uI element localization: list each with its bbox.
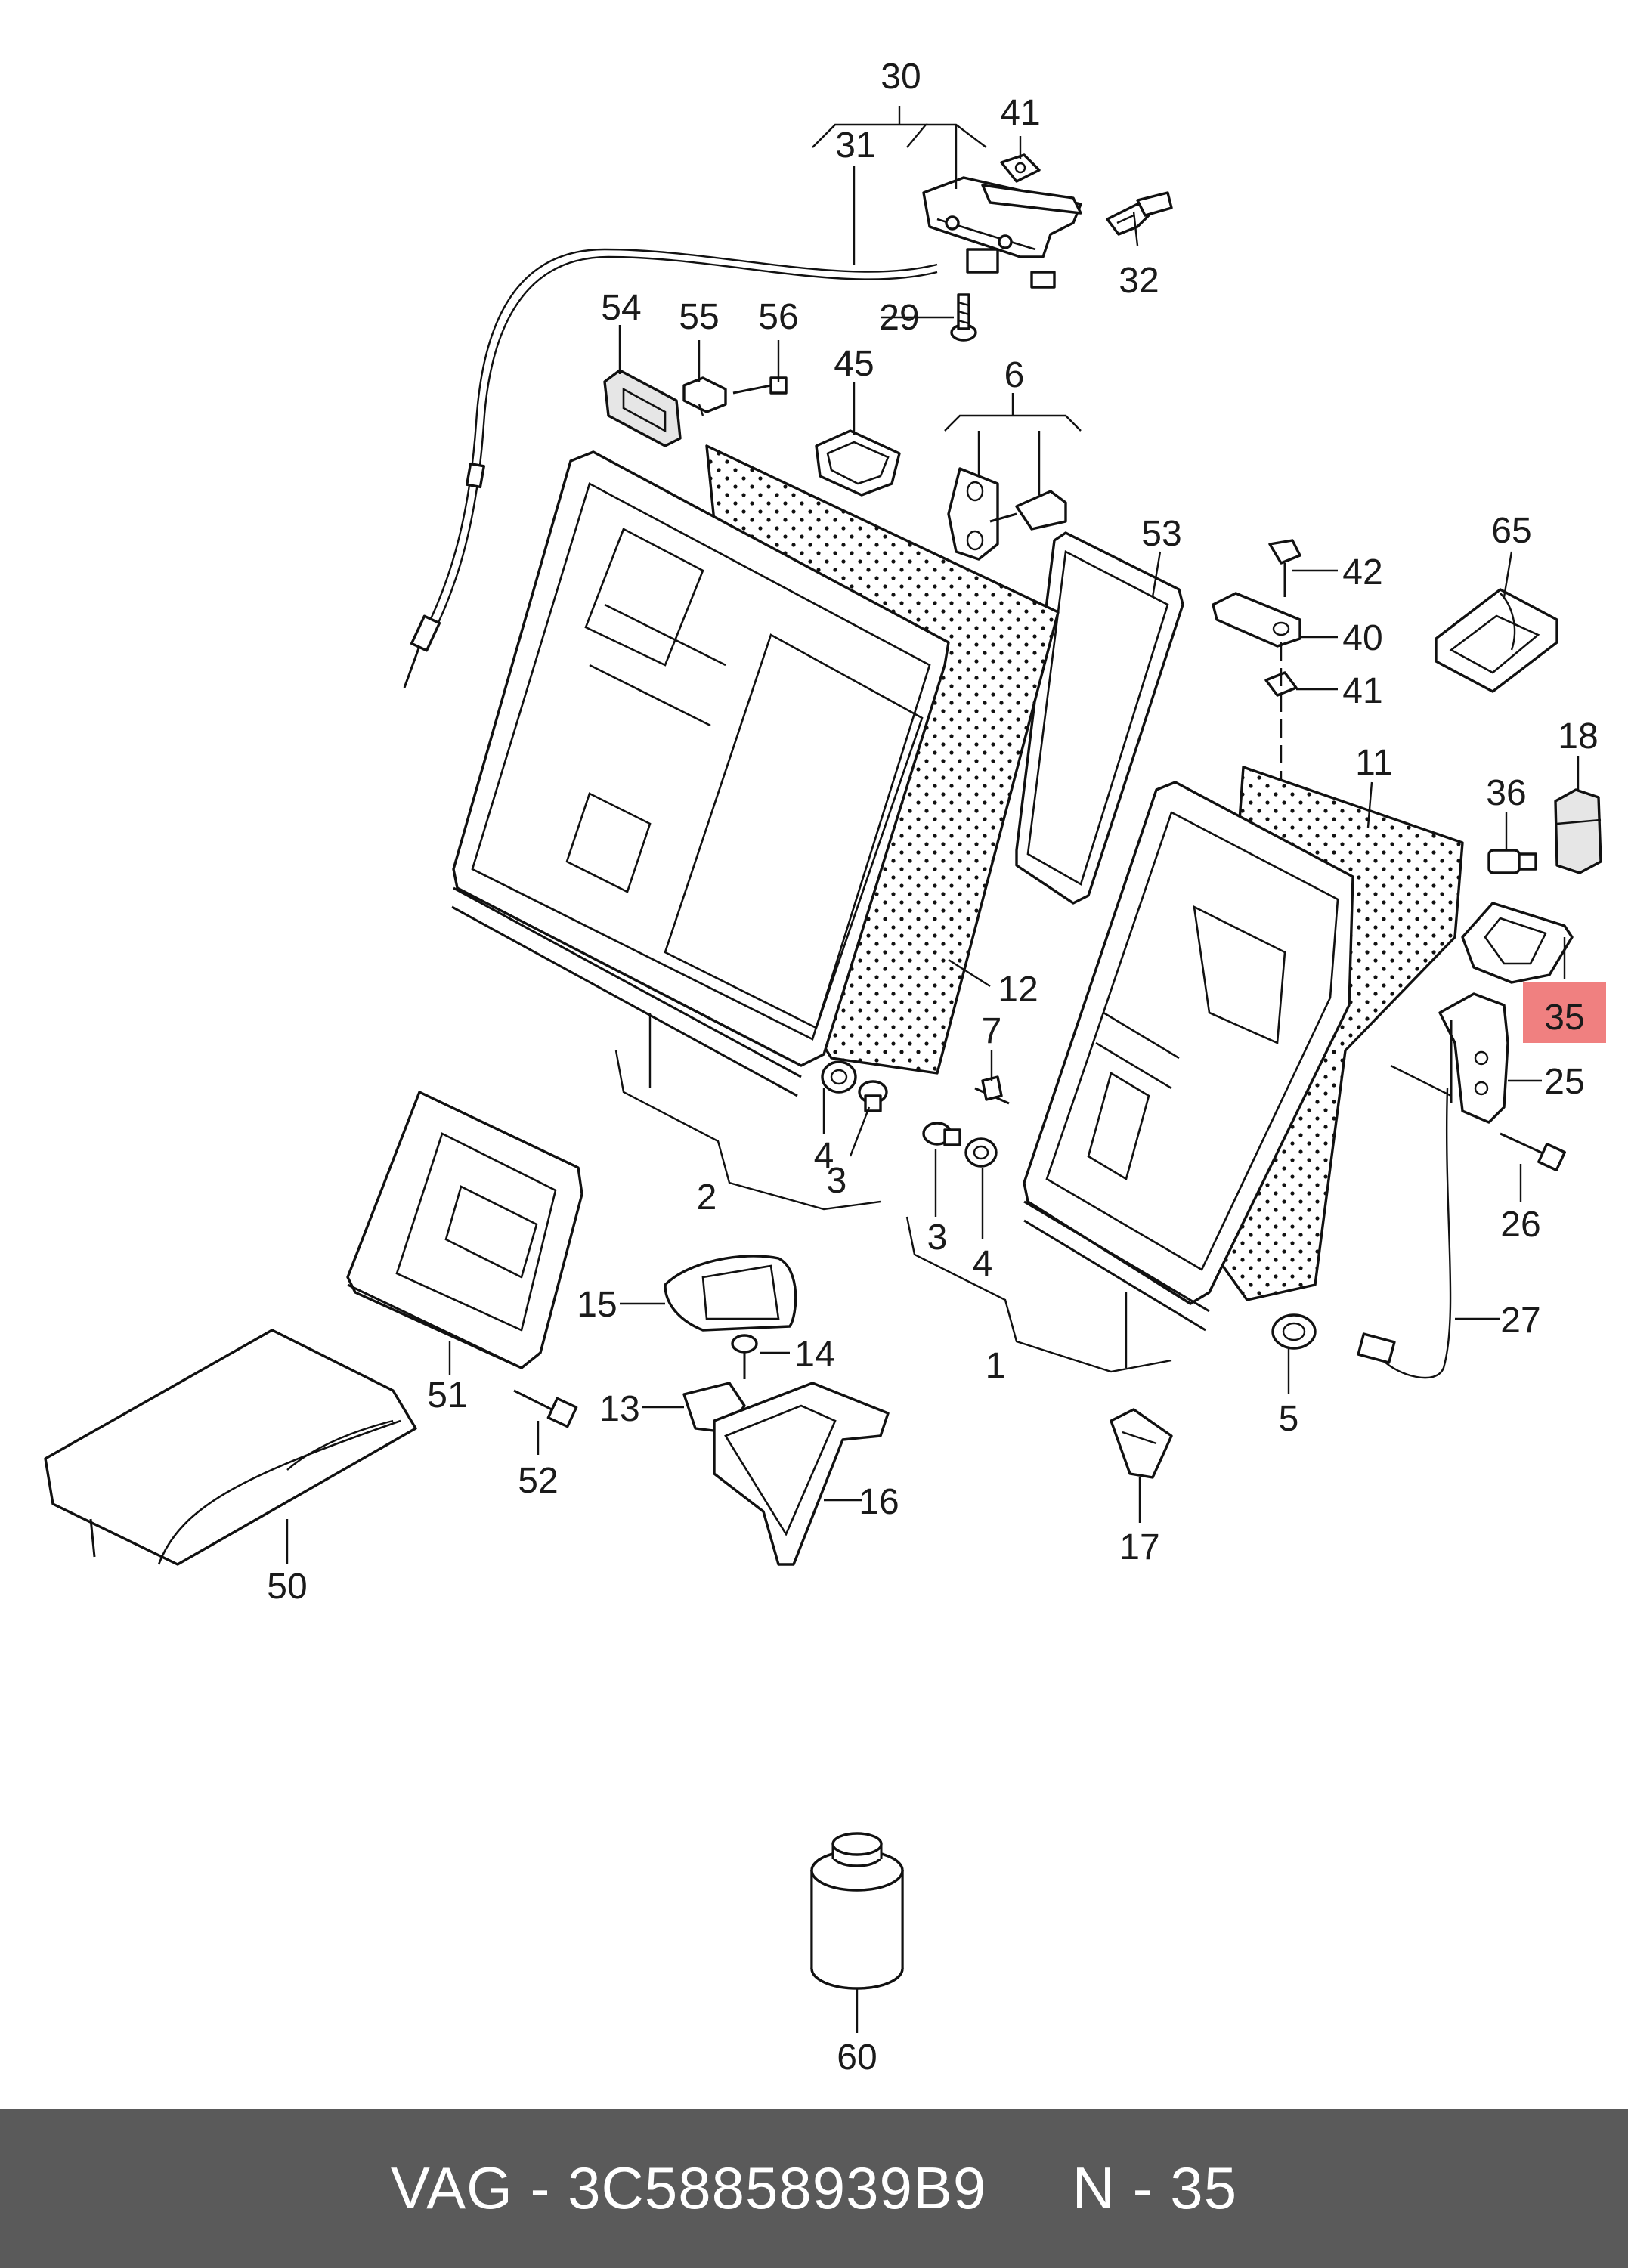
part-29-screw (950, 293, 977, 342)
part-18-cap (1554, 788, 1602, 874)
part-40-bracket (1212, 592, 1301, 648)
callout-50: 50 (267, 1567, 307, 1607)
part-51-seat-frame (346, 1091, 583, 1369)
callout-17: 17 (1119, 1527, 1159, 1567)
callout-26: 26 (1500, 1205, 1540, 1245)
part-number-text: VAG - 3C58858939B9 N - 35 (390, 2155, 1238, 2221)
part-30-release-handle (922, 176, 1082, 289)
callout-1: 1 (986, 1346, 1006, 1386)
callout-60: 60 (837, 2037, 877, 2078)
callout-53: 53 (1141, 514, 1181, 554)
callout-labels: 30 31 41 32 29 54 55 56 45 6 53 42 40 41… (267, 57, 1598, 2078)
callout-25: 25 (1544, 1062, 1584, 1102)
callout-30: 30 (881, 57, 921, 97)
part-35-bezel (1461, 902, 1574, 984)
callout-45: 45 (834, 344, 874, 384)
callout-14: 14 (794, 1335, 834, 1375)
callout-15: 15 (577, 1285, 617, 1325)
callout-27: 27 (1500, 1301, 1540, 1341)
part-50-seat-cushion (44, 1329, 417, 1566)
part-14-screw (731, 1334, 758, 1379)
part-16-trim-bracket (713, 1382, 890, 1566)
part-31-bowden-cable (403, 248, 938, 688)
leader-lines (286, 106, 1580, 2033)
part-4-bushing-right (964, 1137, 998, 1168)
part-3-bolt-left (858, 1080, 888, 1112)
part-15-trim (664, 1255, 797, 1332)
callout-3-left: 3 (827, 1161, 847, 1201)
part-45-cover (815, 429, 901, 497)
callout-29: 29 (879, 298, 919, 338)
callout-31: 31 (835, 125, 875, 166)
parts-diagram: 30 31 41 32 29 54 55 56 45 6 53 42 40 41… (44, 57, 1606, 2078)
callout-7: 7 (982, 1011, 1002, 1051)
callout-42: 42 (1342, 552, 1382, 593)
callout-2: 2 (697, 1177, 717, 1218)
callout-12: 12 (998, 970, 1038, 1010)
callout-18: 18 (1558, 716, 1598, 757)
part-42-screw (1268, 539, 1301, 597)
part-36-bolt (1487, 849, 1537, 874)
callout-32: 32 (1119, 261, 1159, 301)
part-27-cable (1357, 1088, 1452, 1379)
part-2-backrest-frame-large (451, 450, 950, 1097)
callout-52: 52 (518, 1461, 558, 1501)
callout-40: 40 (1342, 618, 1382, 658)
part-55-bolt (682, 376, 727, 416)
part-6-bracket (947, 467, 1067, 561)
callout-11: 11 (1355, 743, 1393, 783)
callout-36: 36 (1486, 773, 1526, 813)
part-3-bolt-right (922, 1122, 961, 1146)
part-17-clip (1110, 1408, 1173, 1479)
callout-4-right: 4 (973, 1244, 993, 1284)
part-54-handle-trim (603, 369, 682, 447)
part-41-clip-nut (1000, 153, 1041, 183)
callout-54: 54 (601, 288, 641, 328)
part-52-bolt (513, 1389, 578, 1428)
callout-35: 35 (1544, 998, 1584, 1038)
callout-41-top: 41 (1000, 93, 1040, 133)
callout-13: 13 (599, 1389, 639, 1429)
part-25-latch (1438, 992, 1509, 1124)
part-26-bolt (1500, 1132, 1566, 1171)
part-32-clip (1106, 191, 1173, 236)
callout-4-left: 4 (814, 1136, 834, 1176)
part-5-bushing (1271, 1313, 1317, 1350)
part-53-frame (1015, 531, 1184, 905)
callout-41-right: 41 (1342, 671, 1382, 711)
part-4-bushing-left (821, 1060, 857, 1094)
part-60-canister (810, 1832, 904, 1990)
callout-56: 56 (758, 297, 798, 337)
part-56-screw (732, 376, 788, 395)
callout-55: 55 (679, 297, 719, 337)
highlight-box (1523, 982, 1606, 1043)
callout-51: 51 (427, 1375, 467, 1416)
part-7-clip (974, 1075, 1010, 1105)
callout-5: 5 (1279, 1399, 1299, 1439)
part-number-footer: VAG - 3C58858939B9 N - 35 (0, 2109, 1628, 2268)
callout-16: 16 (859, 1482, 899, 1522)
callout-65: 65 (1491, 511, 1531, 551)
callout-3-right: 3 (927, 1218, 948, 1258)
part-1-backrest-frame-small (1023, 781, 1354, 1332)
callout-6: 6 (1004, 355, 1025, 395)
part-65-release-lever (1435, 588, 1558, 693)
